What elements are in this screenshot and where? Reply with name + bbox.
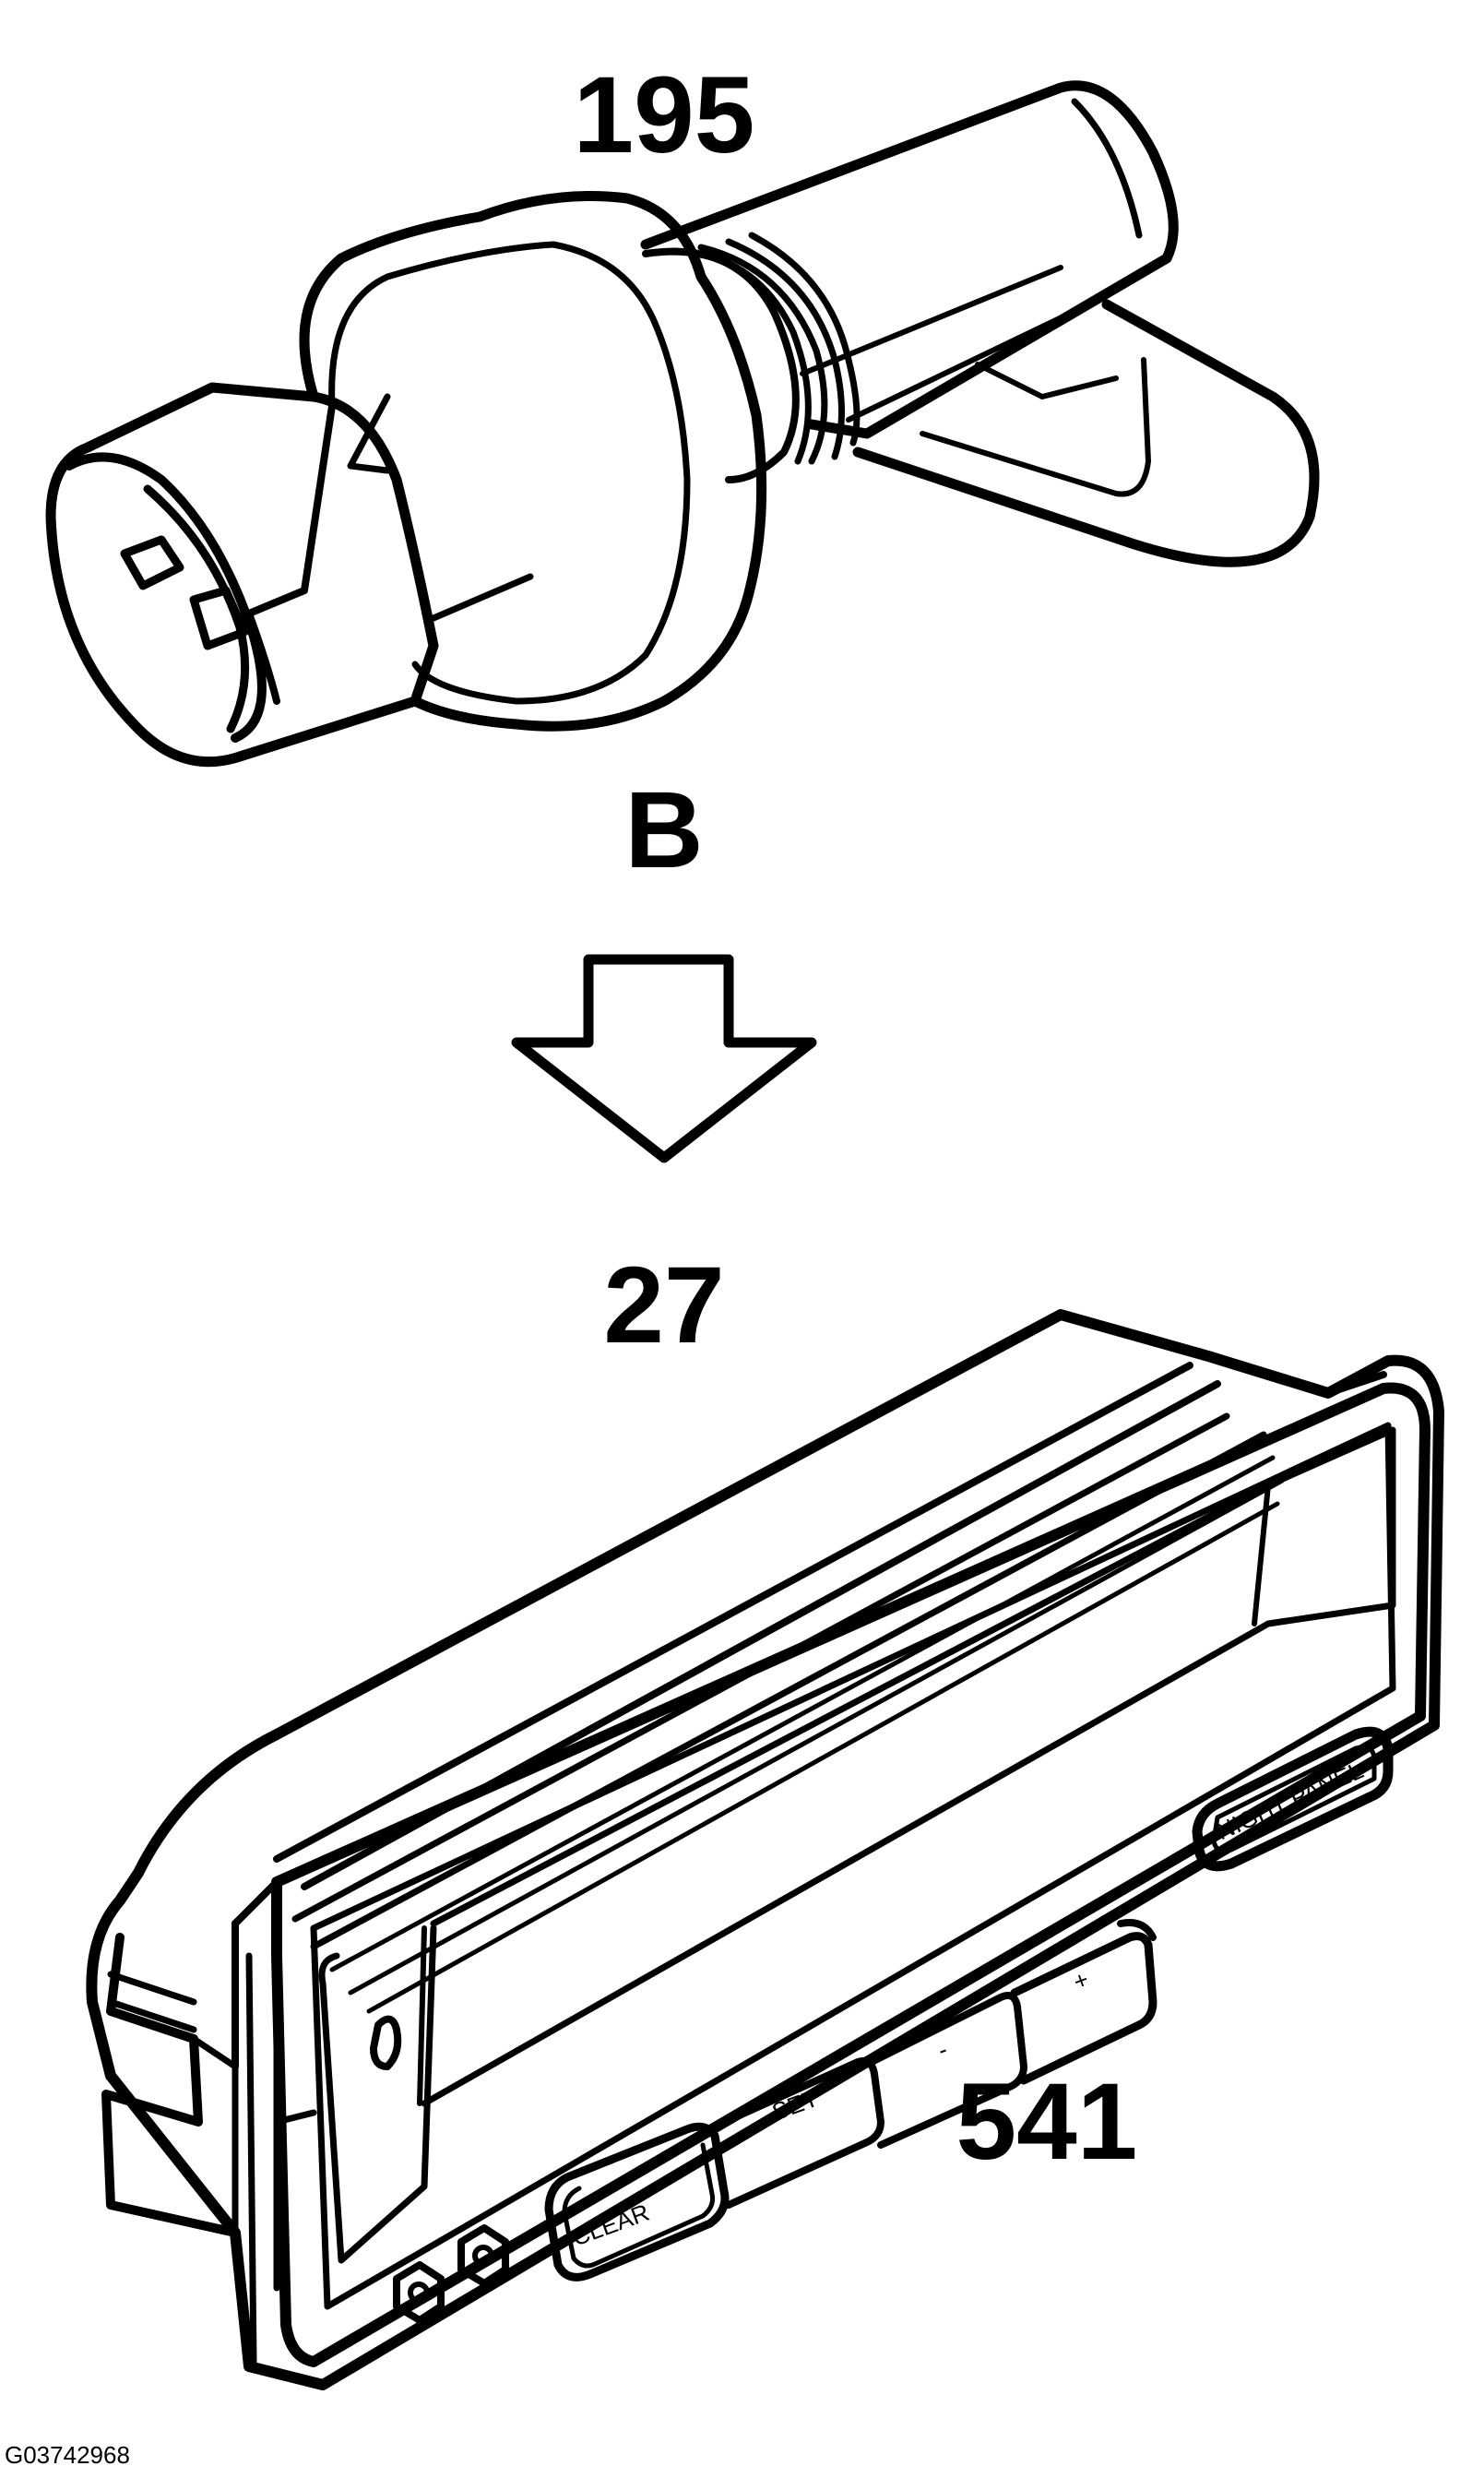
- module-display-window: [318, 1924, 437, 2264]
- sensor-tang: [852, 299, 1320, 567]
- sensor-drawing: [45, 80, 1320, 768]
- figure-id: G03742968: [5, 2441, 130, 2469]
- view-label-b: B: [624, 769, 703, 891]
- callout-27: 27: [603, 1245, 724, 1366]
- clear-button[interactable]: CLEAR: [544, 2122, 730, 2282]
- module-hole: [370, 2015, 402, 2070]
- sensor-hex-collar: [299, 191, 767, 732]
- callout-195: 195: [574, 54, 755, 176]
- module-housing: [86, 1309, 1444, 2390]
- minus-button-label: -: [934, 2035, 951, 2064]
- sensor-connector-body: [45, 382, 439, 768]
- sensor-shaft: [640, 80, 1179, 439]
- sensor-connector-face: [65, 452, 267, 743]
- module-front-face: [271, 1382, 1431, 2367]
- down-arrow-icon: [511, 954, 817, 1163]
- plus-button-label: +: [1070, 1965, 1093, 1996]
- control-module-drawing: CLEAR SET - + NIGHT PANEL: [86, 1309, 1444, 2390]
- sensor-pin: [120, 535, 184, 590]
- module-screw: [393, 2261, 445, 2324]
- module-screw: [457, 2224, 509, 2287]
- sensor-pin: [189, 586, 249, 650]
- callout-541: 541: [956, 2061, 1138, 2183]
